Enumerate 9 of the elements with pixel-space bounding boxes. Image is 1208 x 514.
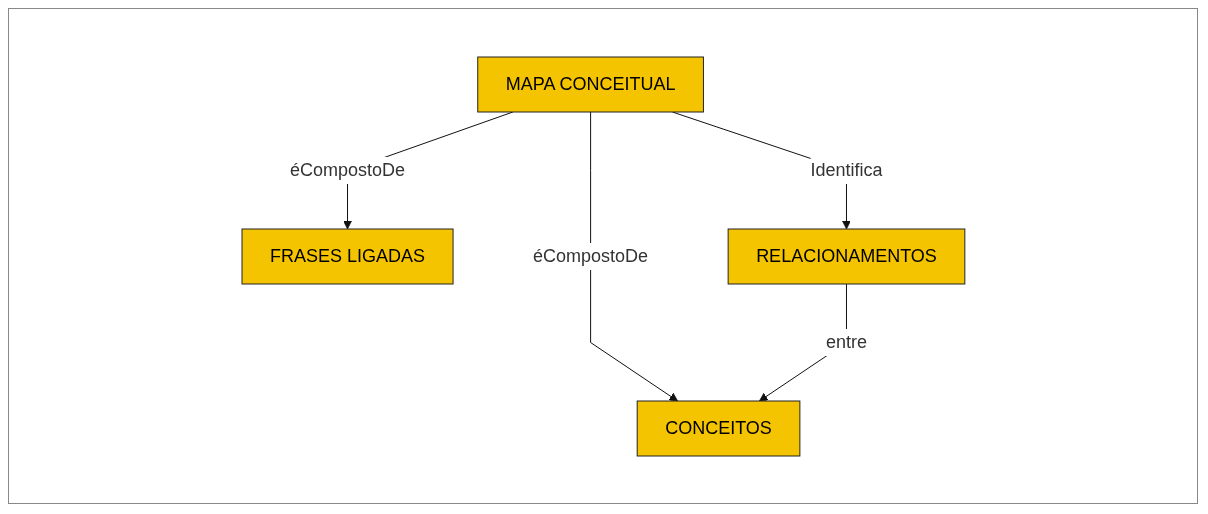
edge-label: entre	[825, 331, 867, 352]
edge-label: éCompostoDe	[532, 245, 648, 266]
arrow	[589, 111, 678, 401]
node-box: MAPA CONCEITUAL	[476, 56, 704, 112]
node-box: CONCEITOS	[636, 400, 800, 456]
node-box: FRASES LIGADAS	[241, 228, 454, 284]
edge-label: Identifica	[810, 159, 883, 180]
edge-label: éCompostoDe	[289, 159, 405, 180]
node-box: RELACIONAMENTOS	[727, 228, 965, 284]
